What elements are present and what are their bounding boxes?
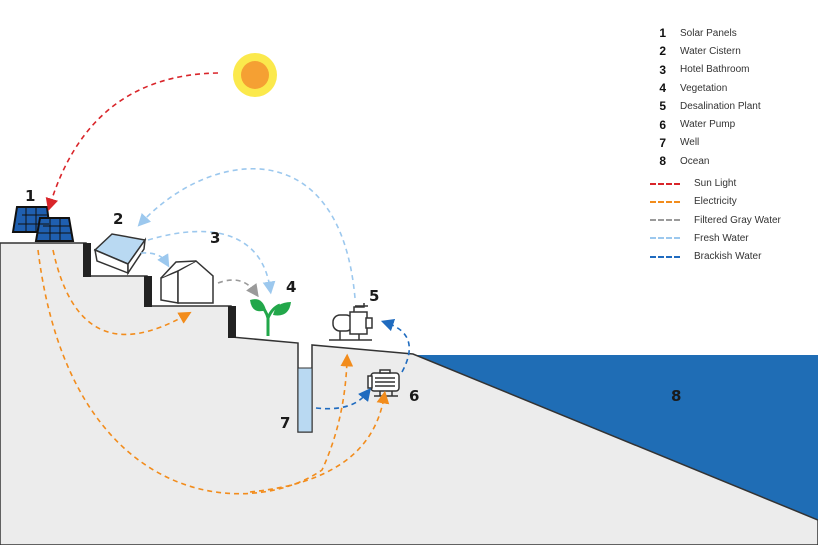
label-solar-panels: 1 [25, 187, 35, 205]
step-wall [228, 306, 236, 338]
solar-panel-icon [11, 206, 75, 242]
electricity-arrow [37, 249, 354, 495]
brackish-water-arrow [315, 387, 371, 410]
legend-flow: Brackish Water [650, 248, 781, 266]
dash-swatch [650, 182, 680, 185]
dash-swatch [650, 219, 680, 222]
step-wall [83, 243, 91, 277]
legend-flow: Sun Light [650, 174, 781, 192]
hotel-bathroom-icon [160, 260, 214, 304]
electricity-arrow [52, 249, 192, 336]
step-wall [144, 276, 152, 307]
dash-swatch [650, 237, 680, 240]
label-well: 7 [280, 414, 290, 432]
desalination-plant-icon [329, 303, 373, 341]
fresh-water-arrow [140, 252, 170, 268]
legend-flow: Electricity [650, 193, 781, 211]
label-ocean: 8 [671, 387, 681, 405]
electricity-arrow [249, 390, 390, 493]
sun-icon [233, 53, 277, 97]
gray-water-arrow [217, 279, 259, 298]
legend-flow: Fresh Water [650, 229, 781, 247]
label-desalination-plant: 5 [369, 287, 379, 305]
label-hotel-bathroom: 3 [210, 229, 220, 247]
label-vegetation: 4 [286, 278, 296, 296]
well-water [297, 367, 313, 433]
label-water-pump: 6 [409, 387, 419, 405]
water-cistern-icon [93, 233, 147, 276]
fresh-water-arrow [137, 167, 356, 299]
label-water-cistern: 2 [113, 210, 123, 228]
fresh-water-arrow [147, 230, 276, 295]
sunlight-arrow [45, 72, 219, 212]
dash-swatch [650, 200, 680, 203]
brackish-water-arrow [380, 319, 411, 373]
vegetation-icon [250, 299, 291, 336]
water-pump-icon [367, 369, 400, 397]
dash-swatch [650, 255, 680, 258]
legend-flow: Filtered Gray Water [650, 211, 781, 229]
